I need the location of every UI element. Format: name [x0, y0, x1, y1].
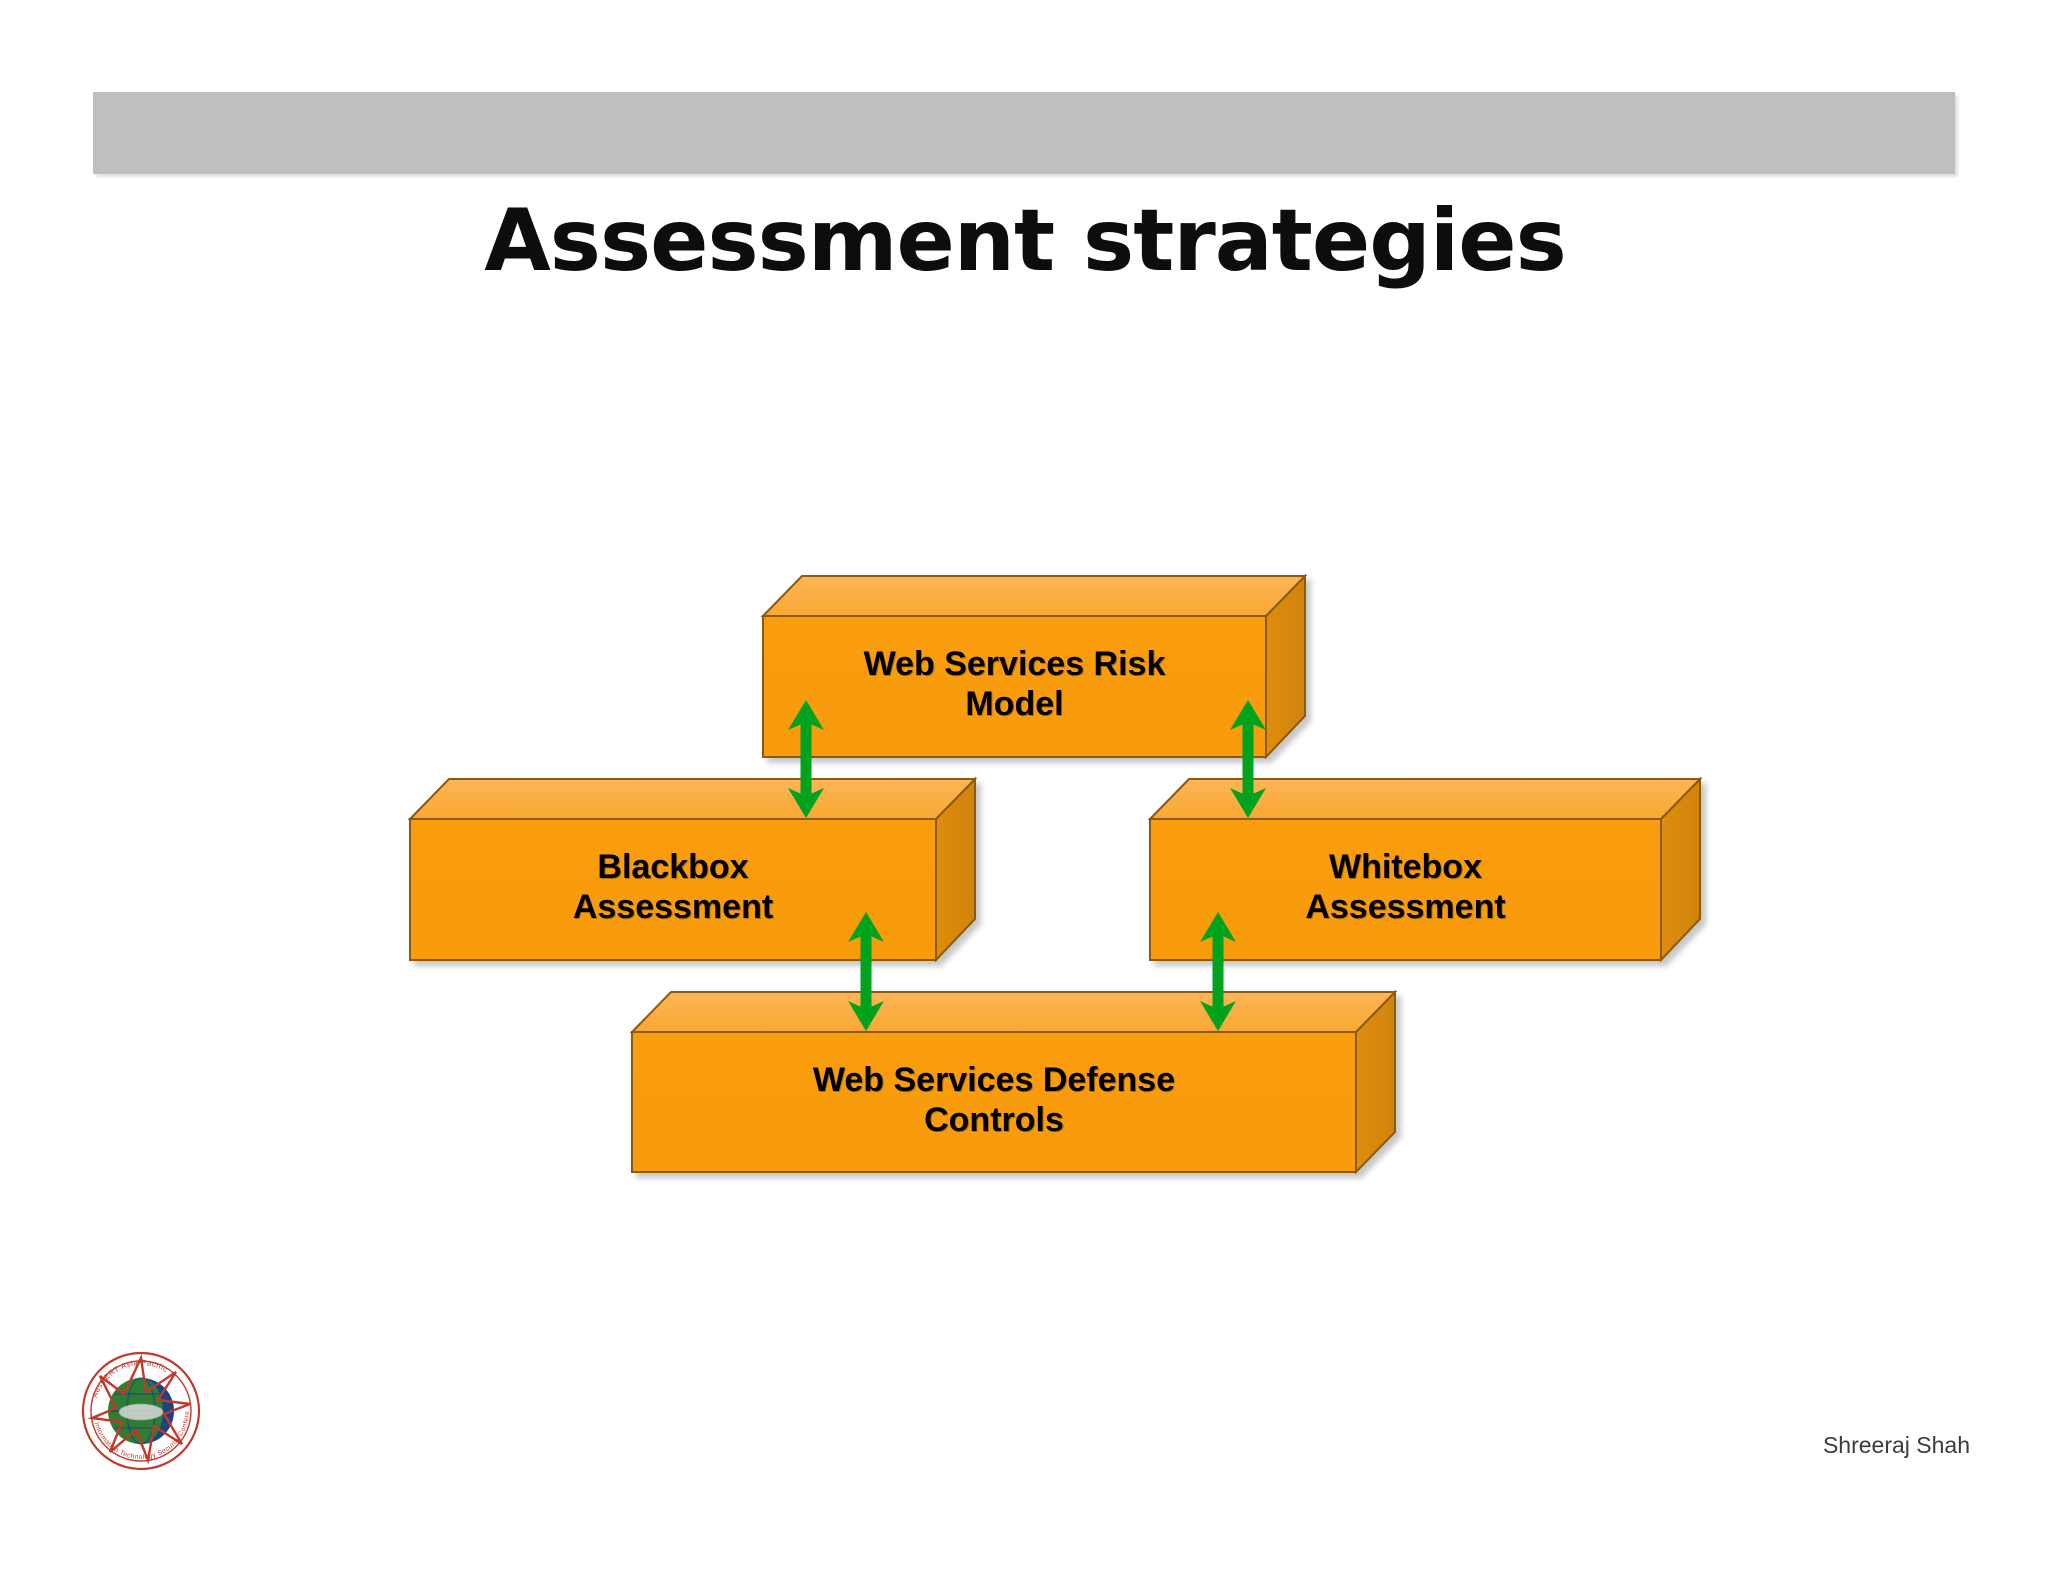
- footer-author: Shreeraj Shah: [1822, 1432, 1970, 1458]
- node-blackbox-label-line2: Assessment: [572, 888, 774, 927]
- conference-logo-icon: AusCERT Asia Pacific Information Technol…: [76, 1343, 201, 1471]
- node-blackbox-labelbox[interactable]: Blackbox Assessment: [410, 819, 936, 960]
- node-defense-controls-label-line2: Controls: [924, 1101, 1064, 1140]
- node-whitebox-label-line1: Whitebox: [1329, 848, 1482, 886]
- node-whitebox-label-line2: Assessment: [1305, 888, 1506, 927]
- conference-logo: AusCERT Asia Pacific Information Technol…: [76, 1343, 204, 1474]
- node-risk-model-label-line2: Model: [965, 685, 1064, 724]
- page-title: Assessment strategies: [484, 191, 1567, 291]
- node-whitebox-labelbox[interactable]: Whitebox Assessment: [1150, 819, 1661, 960]
- node-blackbox-label-line1: Blackbox: [597, 848, 749, 886]
- node-defense-controls-labelbox[interactable]: Web Services Defense Controls: [632, 1032, 1356, 1172]
- node-risk-model-labelbox[interactable]: Web Services Risk Model: [763, 616, 1266, 757]
- node-risk-model-label-line1: Web Services Risk: [863, 645, 1166, 683]
- header-band: [93, 92, 1955, 174]
- node-defense-controls-label-line1: Web Services Defense: [812, 1061, 1176, 1099]
